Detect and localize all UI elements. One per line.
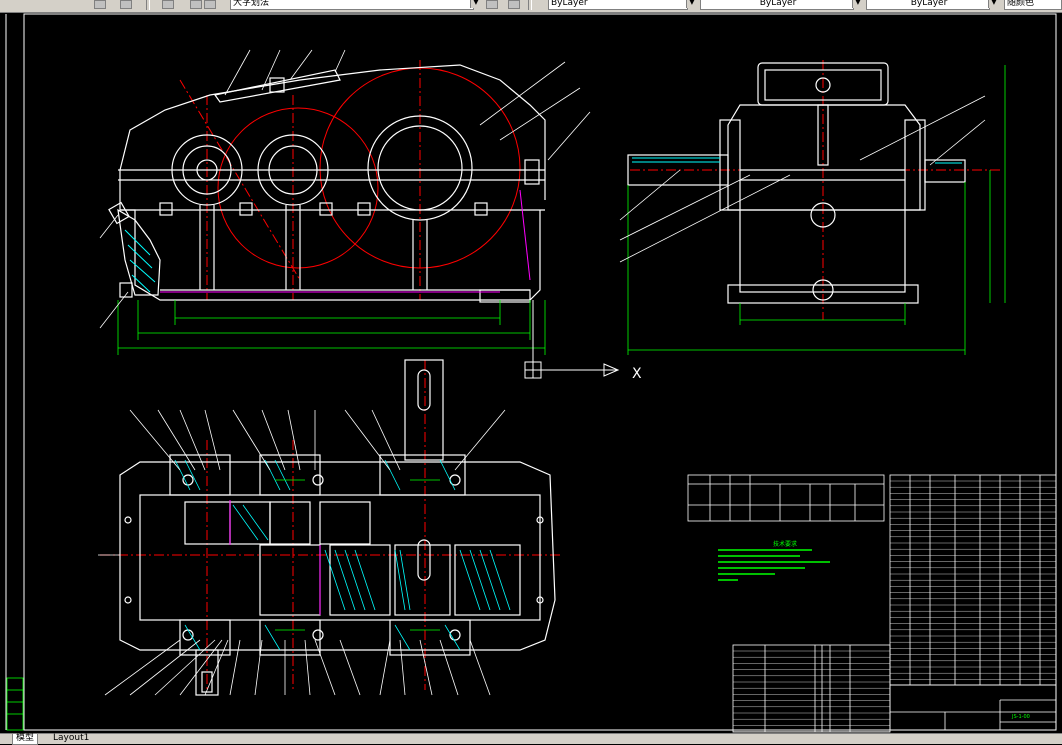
tab-layout1[interactable]: Layout1 (53, 733, 90, 743)
title-block (889, 684, 1057, 731)
chevron-down-icon[interactable]: ▼ (686, 0, 697, 8)
plan-view (98, 359, 560, 696)
parts-list-lower-rows (733, 650, 890, 732)
layer-match-icon[interactable] (508, 0, 520, 9)
chevron-down-icon[interactable]: ▼ (988, 0, 999, 8)
lock-icon[interactable] (204, 0, 216, 9)
layout-tabs: 模型 Layout1 (0, 733, 1062, 745)
drawing-number: JS-1-00 (1011, 714, 1030, 720)
layer-tools-icon[interactable] (486, 0, 498, 9)
chevron-down-icon[interactable]: ▼ (470, 0, 481, 8)
layer-state-icon[interactable] (94, 0, 106, 9)
layer-previous-icon[interactable] (120, 0, 132, 9)
properties-toolbar: 大字划法 ▼ ByLayer ▼ ByLayer ▼ ByLayer ▼ 随颜色 (0, 0, 1062, 13)
toolbar-separator (146, 0, 150, 10)
drawing-canvas[interactable]: X (0, 13, 1062, 734)
tech-requirements-title: 技术要求 (773, 540, 797, 548)
drawing-frame (5, 13, 1057, 731)
parts-list-rows (890, 480, 1056, 680)
ucs-x-label: X (632, 366, 642, 382)
layer-icon[interactable] (162, 0, 174, 9)
lineweight-select[interactable]: ByLayer (866, 0, 990, 10)
color-select[interactable]: ByLayer (548, 0, 688, 10)
technical-requirements: 技术要求 (718, 540, 830, 581)
toolbar-separator (528, 0, 532, 10)
linetype-select[interactable]: ByLayer (700, 0, 854, 10)
text-style-select[interactable]: 大字划法 (230, 0, 474, 10)
sun-icon[interactable] (190, 0, 202, 9)
chevron-down-icon[interactable]: ▼ (852, 0, 863, 8)
gear-parameter-table (687, 474, 885, 522)
side-view (619, 60, 1006, 355)
revision-block (6, 677, 24, 731)
tab-model[interactable]: 模型 (12, 734, 39, 745)
front-view: X (99, 49, 642, 382)
plot-style-select[interactable]: 随颜色 (1004, 0, 1062, 10)
